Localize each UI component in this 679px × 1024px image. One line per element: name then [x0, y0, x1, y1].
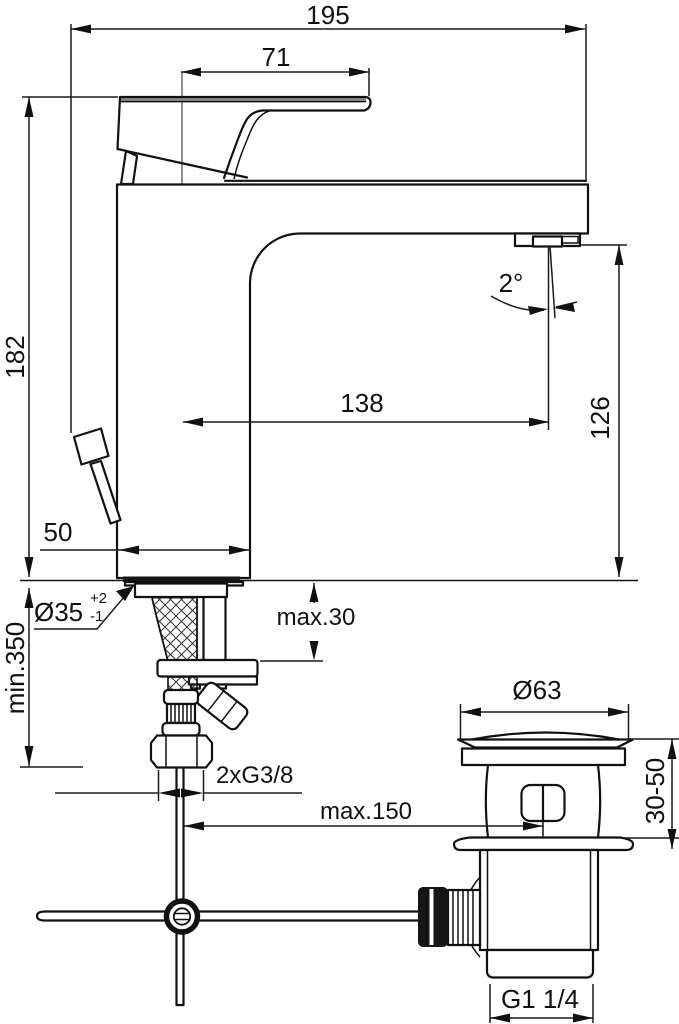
dim-waste-cap-diameter: Ø63	[459, 675, 630, 742]
hose-collar-upper	[162, 688, 200, 706]
dim-spout-reach: 138	[183, 388, 549, 427]
waste-thread-section	[485, 948, 595, 979]
dim-label-2xg38: 2xG3/8	[216, 762, 293, 789]
hose-collar-lower	[161, 721, 201, 737]
waste-tailpiece	[478, 848, 600, 952]
dim-waste-thread: G1 1/4	[489, 984, 594, 1023]
waste-cap-dome	[470, 731, 621, 741]
braided-hose	[150, 596, 198, 663]
dim-label-71: 71	[262, 42, 291, 72]
mounting-clamp	[187, 675, 259, 686]
dim-supply-connection: 2xG3/8	[55, 762, 302, 801]
dim-label-tol-upper: +2	[90, 590, 107, 607]
waste-cap-brim	[456, 738, 635, 749]
hose-ribbed-section	[165, 702, 197, 725]
dim-label-50: 50	[44, 517, 73, 547]
rod-pivot-joint	[163, 898, 201, 935]
aerator-step	[561, 235, 579, 244]
waste-flange-ring	[460, 747, 627, 767]
dim-body-height: 182	[0, 96, 118, 577]
base-gasket	[123, 576, 240, 582]
g38-hex-nut	[149, 734, 214, 769]
dim-label-30-50: 30-50	[640, 758, 670, 825]
dim-label-182: 182	[0, 335, 30, 378]
dim-label-dia63: Ø63	[512, 675, 561, 705]
handle-front-inner-curve	[233, 109, 272, 180]
cartridge-wedge	[119, 149, 139, 186]
dim-max-rod-length: max.150	[184, 798, 543, 831]
mounting-flange	[156, 658, 259, 678]
dim-label-max30: max.30	[277, 604, 356, 631]
handle-top	[118, 95, 372, 112]
faucet-object	[20, 72, 638, 1007]
dim-overall-length: 195	[70, 0, 587, 433]
waste-body-sides	[484, 763, 602, 839]
handle-underside	[116, 95, 249, 179]
dim-base-width: 50	[40, 517, 249, 555]
aerator-insert	[531, 235, 564, 248]
faucet-body	[115, 183, 590, 580]
braided-hose-stub	[167, 676, 198, 691]
angled-hose-nut	[195, 681, 249, 731]
dim-min-hose-length: min.350	[0, 588, 83, 768]
dim-label-min350: min.350	[0, 622, 30, 715]
dim-max-deck-thickness: max.30	[260, 583, 356, 662]
escutcheon	[133, 582, 229, 599]
dim-spout-outlet-height: 126	[580, 244, 627, 577]
dim-label-g114: G1 1/4	[501, 984, 579, 1014]
dim-label-dia35: Ø35	[34, 597, 83, 627]
dim-label-tol-lower: -1	[90, 608, 103, 625]
waste-lower-flange	[452, 836, 635, 852]
pop-up-rod-vertical	[175, 766, 185, 1007]
pull-rod-knob	[72, 427, 110, 466]
pull-rod	[89, 459, 122, 525]
dim-waste-clamping-range: 30-50	[623, 738, 679, 849]
handle-top-shading	[120, 97, 366, 102]
dim-label-195: 195	[306, 0, 349, 30]
rod-port-thread	[446, 888, 482, 947]
dim-hole-diameter: Ø35 +2 -1	[34, 586, 134, 630]
pop-up-rod-horizontal	[35, 910, 420, 922]
rod-port-seal-highlight	[429, 889, 434, 945]
dim-label-2deg: 2°	[499, 268, 524, 298]
dim-handle-length: 71	[181, 42, 370, 96]
waste-assembly	[418, 731, 635, 979]
handle-front-curve	[222, 109, 264, 180]
dim-label-126: 126	[585, 396, 615, 439]
dim-label-max150: max.150	[320, 798, 412, 825]
dim-spout-angle: 2°	[490, 245, 578, 430]
dim-label-138: 138	[340, 388, 383, 418]
